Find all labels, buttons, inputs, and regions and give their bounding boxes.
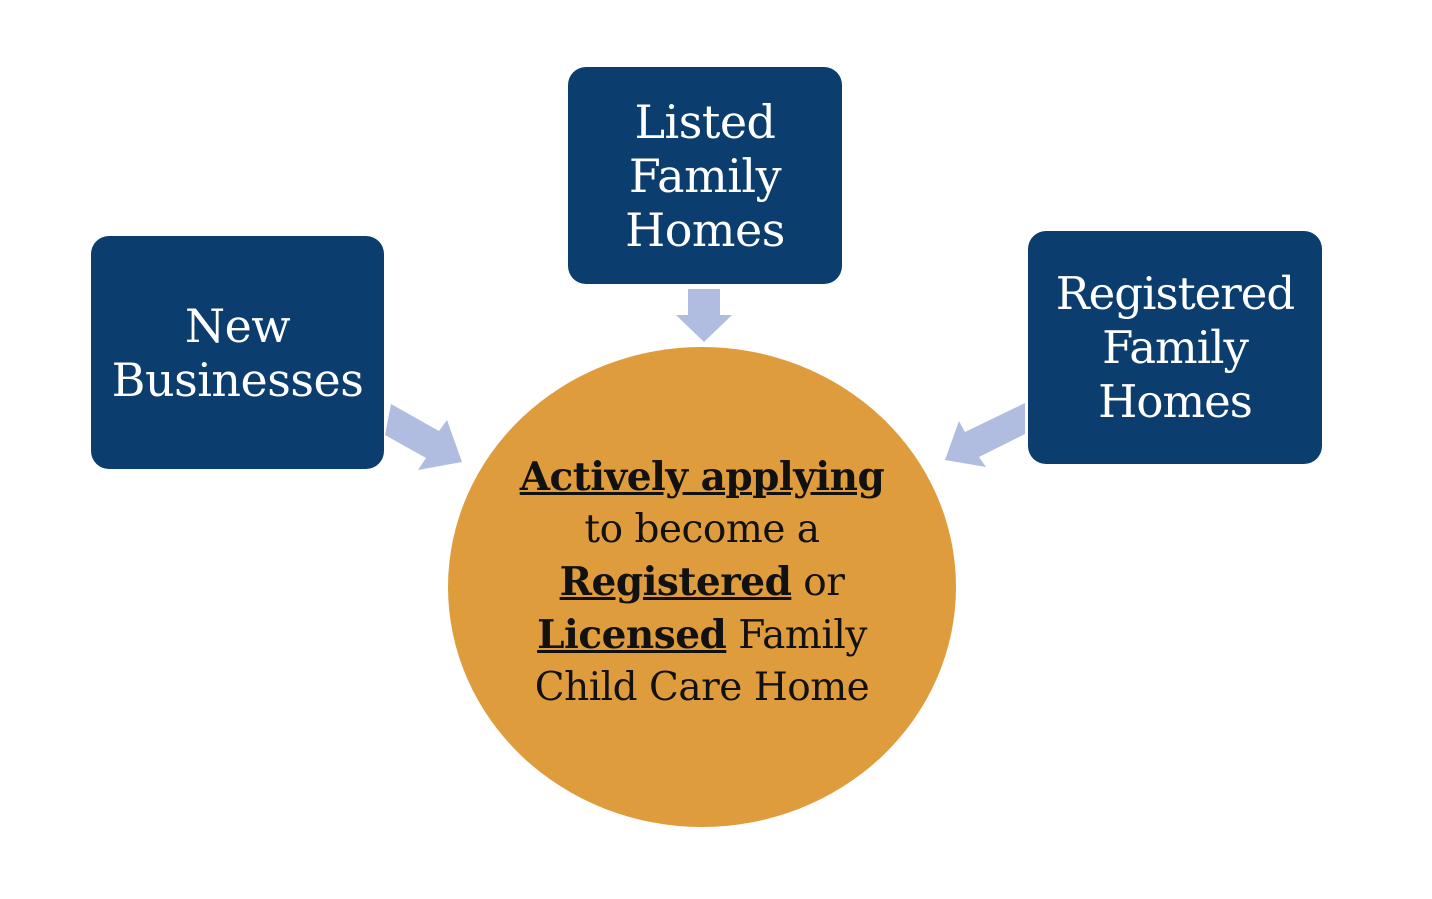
new-businesses-box: New Businesses bbox=[91, 236, 384, 469]
label-line: Family bbox=[628, 148, 782, 203]
listed-family-homes-label: Listed Family Homes bbox=[625, 95, 785, 257]
label-line: Listed bbox=[634, 94, 776, 149]
arrow-from-top bbox=[676, 289, 732, 342]
label-line: New bbox=[184, 298, 291, 353]
label-line: Registered bbox=[1055, 266, 1295, 320]
text-family-child-care-home: Family Child Care Home bbox=[534, 612, 870, 710]
text-to-become: to become a bbox=[584, 506, 820, 552]
target-text: Actively applying to become a Registered… bbox=[512, 451, 892, 714]
target-circle: Actively applying to become a Registered… bbox=[448, 347, 956, 827]
registered-family-homes-label: Registered Family Homes bbox=[1055, 266, 1295, 429]
text-or: or bbox=[791, 559, 845, 605]
emphasis-registered: Registered bbox=[559, 558, 792, 605]
emphasis-actively-applying: Actively applying bbox=[519, 453, 885, 500]
registered-family-homes-box: Registered Family Homes bbox=[1028, 231, 1322, 464]
new-businesses-label: New Businesses bbox=[112, 299, 364, 407]
emphasis-licensed: Licensed bbox=[537, 611, 727, 658]
listed-family-homes-box: Listed Family Homes bbox=[568, 67, 842, 284]
label-line: Family bbox=[1102, 320, 1249, 374]
label-line: Businesses bbox=[111, 352, 364, 407]
arrow-from-left bbox=[385, 404, 462, 470]
label-line: Homes bbox=[625, 202, 785, 257]
arrow-from-right bbox=[945, 403, 1025, 467]
label-line: Homes bbox=[1098, 374, 1253, 428]
